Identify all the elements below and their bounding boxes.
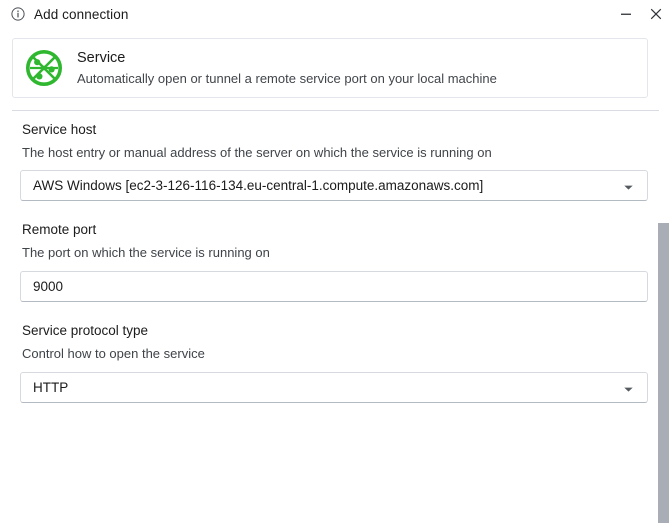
minimize-button[interactable]: [611, 1, 641, 27]
service-host-value: AWS Windows [ec2-3-126-116-134.eu-centra…: [33, 178, 484, 193]
form-scroll-area: Service host The host entry or manual ad…: [0, 111, 671, 412]
remote-port-description: The port on which the service is running…: [22, 245, 270, 260]
remote-port-input[interactable]: 9000: [20, 271, 648, 302]
chevron-down-icon[interactable]: [623, 382, 634, 393]
close-icon: [650, 8, 662, 20]
chevron-down-icon[interactable]: [623, 180, 634, 191]
remote-port-label: Remote port: [22, 222, 97, 237]
minimize-icon: [621, 13, 631, 15]
close-button[interactable]: [641, 1, 671, 27]
section-divider: [12, 110, 659, 111]
title-bar: Add connection: [0, 0, 671, 28]
service-card-texts: Service Automatically open or tunnel a r…: [77, 49, 497, 88]
service-card-title: Service: [77, 49, 126, 66]
vertical-scrollbar-track[interactable]: [656, 111, 671, 523]
service-host-description: The host entry or manual address of the …: [22, 145, 492, 160]
window-title: Add connection: [34, 6, 129, 22]
title-bar-left: Add connection: [0, 7, 128, 22]
vertical-scrollbar-thumb[interactable]: [658, 223, 669, 523]
service-protocol-type-label: Service protocol type: [22, 323, 149, 338]
remote-port-value: 9000: [33, 279, 64, 294]
window-controls: [611, 0, 671, 28]
service-protocol-type-value: HTTP: [33, 380, 69, 395]
service-protocol-type-dropdown[interactable]: HTTP: [20, 372, 648, 403]
info-circle-icon: [11, 7, 25, 21]
service-type-card[interactable]: Service Automatically open or tunnel a r…: [12, 38, 648, 98]
network-service-globe-icon: [24, 48, 64, 88]
service-host-dropdown[interactable]: AWS Windows [ec2-3-126-116-134.eu-centra…: [20, 170, 648, 201]
service-card-description: Automatically open or tunnel a remote se…: [77, 70, 497, 86]
service-protocol-type-description: Control how to open the service: [22, 346, 205, 361]
service-host-label: Service host: [22, 122, 97, 137]
